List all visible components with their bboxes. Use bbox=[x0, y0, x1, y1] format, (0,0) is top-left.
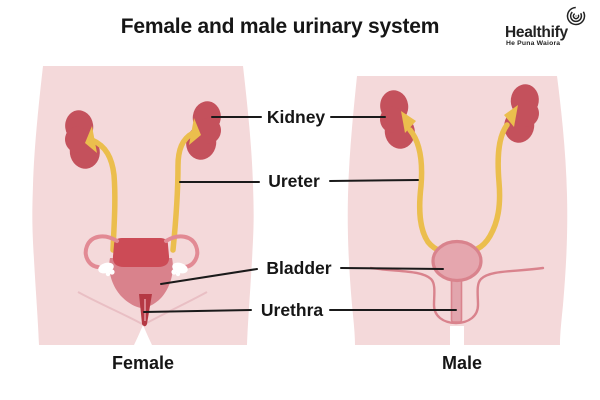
male-ureter-right bbox=[474, 122, 510, 252]
fallopian-tube-right bbox=[164, 234, 200, 269]
callout-bladder: Bladder bbox=[160, 258, 444, 285]
female-figure bbox=[32, 66, 254, 346]
bladder-pointer-line-right bbox=[340, 267, 444, 270]
female-bladder bbox=[109, 258, 173, 308]
male-bladder bbox=[431, 239, 483, 283]
male-caption: Male bbox=[442, 353, 482, 373]
callout-kidney: Kidney bbox=[211, 107, 386, 127]
kidney-label: Kidney bbox=[267, 107, 326, 127]
female-uterus bbox=[112, 238, 170, 267]
male-renal-pelvis-right bbox=[504, 105, 518, 127]
fimbria-left bbox=[98, 262, 115, 277]
callout-ureter: Ureter bbox=[179, 171, 419, 191]
ureter-pointer-line-right bbox=[329, 179, 419, 182]
female-ureter-right bbox=[170, 130, 196, 253]
female-kidney-right bbox=[186, 101, 221, 160]
male-groin-outline bbox=[369, 266, 545, 325]
healthify-brand-text: Healthify bbox=[505, 24, 568, 41]
fallopian-tube-left bbox=[83, 234, 119, 269]
callout-urethra: Urethra bbox=[143, 300, 457, 320]
urethra-pointer-line-left bbox=[143, 309, 252, 313]
bladder-label: Bladder bbox=[266, 258, 331, 278]
healthify-logo: Healthify He Puna Waiora bbox=[505, 6, 586, 47]
koru-spiral-icon bbox=[566, 6, 586, 26]
urethra-label: Urethra bbox=[261, 300, 324, 320]
fimbria-right bbox=[171, 262, 188, 277]
female-leg-gap bbox=[134, 325, 152, 346]
female-groin-line-left bbox=[77, 291, 143, 325]
ureter-label: Ureter bbox=[268, 171, 320, 191]
female-ureter-left bbox=[89, 137, 118, 253]
bladder-pointer-line-left bbox=[160, 268, 258, 285]
male-renal-pelvis-left bbox=[401, 111, 416, 133]
male-figure bbox=[347, 76, 568, 345]
healthify-tagline-text: He Puna Waiora bbox=[506, 40, 560, 47]
page-title: Female and male urinary system bbox=[121, 15, 440, 38]
female-groin-line-right bbox=[144, 291, 208, 325]
male-ureter-left bbox=[407, 127, 443, 254]
female-caption: Female bbox=[112, 353, 174, 373]
